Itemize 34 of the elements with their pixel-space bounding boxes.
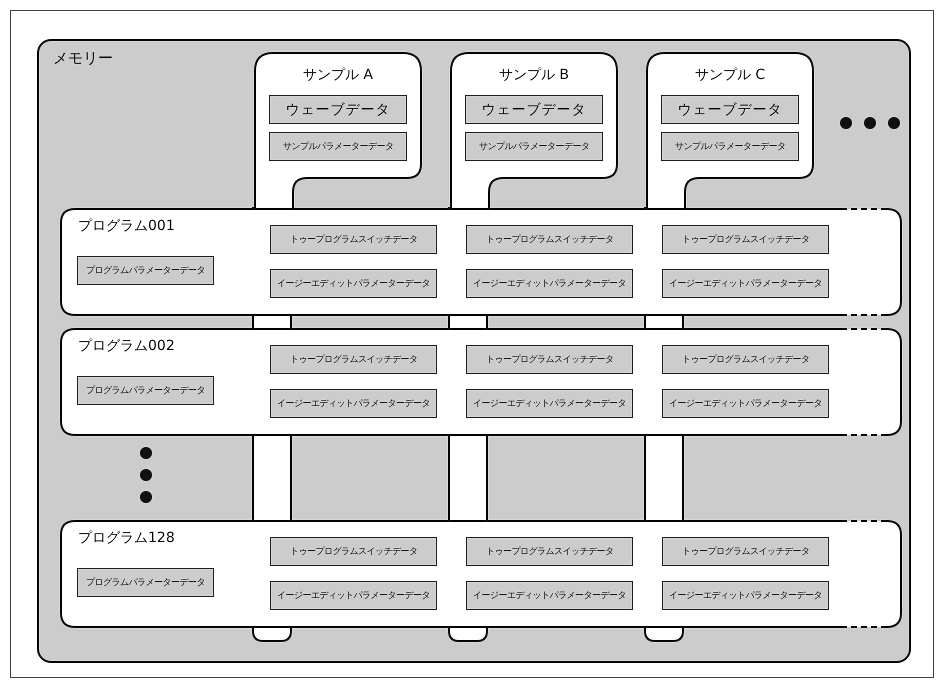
data-block: トゥープログラムスイッチデータ [662, 225, 829, 254]
sample-title: サンプル B [498, 66, 570, 84]
data-block: サンプルパラメーターデータ [465, 132, 603, 161]
sample-title: サンプル A [302, 66, 374, 84]
data-block: イージーエディットパラメーターデータ [662, 269, 829, 298]
data-block: サンプルパラメーターデータ [661, 132, 799, 161]
data-block: プログラムパラメーターデータ [77, 376, 214, 405]
data-block: トゥープログラムスイッチデータ [270, 225, 437, 254]
data-block: プログラムパラメーターデータ [77, 256, 214, 285]
data-block: イージーエディットパラメーターデータ [270, 269, 437, 298]
data-block: トゥープログラムスイッチデータ [270, 345, 437, 374]
data-block: トゥープログラムスイッチデータ [662, 345, 829, 374]
data-block: トゥープログラムスイッチデータ [466, 345, 633, 374]
data-block: イージーエディットパラメーターデータ [662, 389, 829, 418]
program-title: プログラム001 [78, 217, 175, 235]
data-block: ウェーブデータ [465, 95, 603, 124]
data-block: イージーエディットパラメーターデータ [270, 389, 437, 418]
data-block: トゥープログラムスイッチデータ [270, 537, 437, 566]
program-title: プログラム128 [78, 529, 175, 547]
data-block: トゥープログラムスイッチデータ [662, 537, 829, 566]
data-block: イージーエディットパラメーターデータ [466, 389, 633, 418]
data-block: プログラムパラメーターデータ [77, 568, 214, 597]
data-block: サンプルパラメーターデータ [269, 132, 407, 161]
data-block: イージーエディットパラメーターデータ [466, 269, 633, 298]
panel-title: メモリー [53, 49, 113, 68]
data-block: トゥープログラムスイッチデータ [466, 537, 633, 566]
data-block: トゥープログラムスイッチデータ [466, 225, 633, 254]
data-block: イージーエディットパラメーターデータ [466, 581, 633, 610]
data-block: ウェーブデータ [269, 95, 407, 124]
data-block: イージーエディットパラメーターデータ [662, 581, 829, 610]
program-title: プログラム002 [78, 337, 175, 355]
data-block: イージーエディットパラメーターデータ [270, 581, 437, 610]
sample-title: サンプル C [694, 66, 766, 84]
data-block: ウェーブデータ [661, 95, 799, 124]
